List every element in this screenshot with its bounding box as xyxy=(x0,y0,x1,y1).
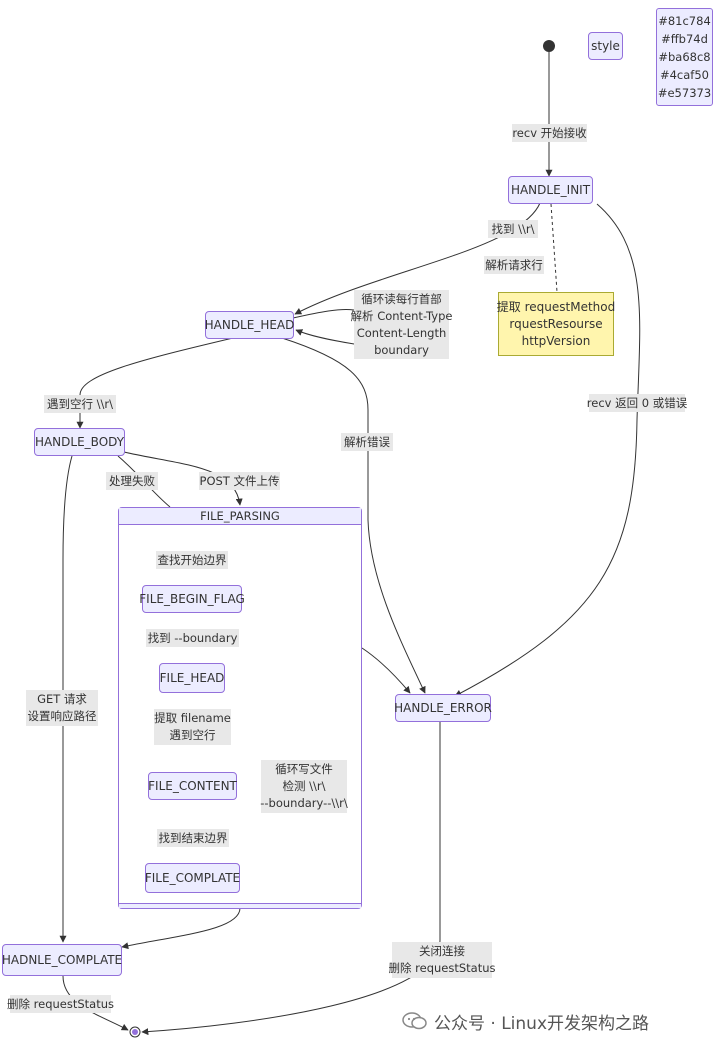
label-blank-line: 遇到空行 \\r\ xyxy=(44,395,116,413)
state-handle-init: HANDLE_INIT xyxy=(508,176,593,204)
edge-head-loop-b xyxy=(295,329,355,345)
label-find-end: 找到结束边界 xyxy=(157,829,229,847)
edge-init-to-error xyxy=(454,203,641,697)
style-node: style xyxy=(588,32,623,60)
label-extract-filename: 提取 filename 遇到空行 xyxy=(154,709,231,745)
label-find-boundary: 找到 --boundary xyxy=(146,629,239,647)
legend-color-1: #81c784 xyxy=(658,14,711,28)
label-get-request: GET 请求 设置响应路径 xyxy=(26,690,98,726)
state-file-head: FILE_HEAD xyxy=(159,663,225,693)
edge-init-to-head xyxy=(294,202,541,315)
label-parse-request-line: 解析请求行 xyxy=(484,256,544,274)
state-handle-head: HANDLE_HEAD xyxy=(205,311,294,339)
legend-color-3: #ba68c8 xyxy=(658,50,711,64)
label-head-loop: 循环读每行首部 解析 Content-Type Content-Length b… xyxy=(351,290,452,359)
edge-body-to-parsing xyxy=(123,451,243,506)
start-state xyxy=(543,40,555,52)
label-find-crlf: 找到 \\r\ xyxy=(488,220,538,238)
edge-head-to-error xyxy=(281,337,426,694)
legend-color-2: #ffb74d xyxy=(661,32,708,46)
cluster-title: FILE_PARSING xyxy=(119,508,361,525)
label-recv-error: recv 返回 0 或错误 xyxy=(587,394,687,412)
edge-head-loop-a xyxy=(292,309,355,319)
legend-color-5: #e57373 xyxy=(657,86,712,100)
label-parse-error: 解析错误 xyxy=(341,433,393,451)
edge-head-to-body xyxy=(76,337,234,429)
request-line-note: 提取 requestMethod rquestResourse httpVers… xyxy=(497,292,615,356)
edge-parsing-to-complate xyxy=(121,907,241,950)
edge-parsing-to-error xyxy=(361,647,411,694)
state-handle-body: HANDLE_BODY xyxy=(34,428,125,456)
color-legend: #81c784 #ffb74d #ba68c8 #4caf50 #e57373 xyxy=(656,8,713,106)
watermark: 公众号 · Linux开发架构之路 xyxy=(402,1008,649,1034)
edge-init-to-note xyxy=(550,203,558,293)
state-file-complate: FILE_COMPLATE xyxy=(145,863,240,893)
label-recv-start: recv 开始接收 xyxy=(512,124,587,142)
edge-body-to-complate xyxy=(59,455,73,943)
label-content-loop: 循环写文件 检测 \\r\ --boundary--\\r\ xyxy=(260,760,348,813)
file-parsing-cluster: FILE_PARSING xyxy=(118,507,362,909)
label-process-fail: 处理失败 xyxy=(106,472,158,490)
wechat-icon xyxy=(402,1012,427,1030)
label-close-conn: 关闭连接 删除 requestStatus xyxy=(389,942,496,978)
label-find-begin: 查找开始边界 xyxy=(156,551,228,569)
cluster-bottom-bar xyxy=(119,903,361,908)
label-delete-status: 删除 requestStatus xyxy=(7,995,114,1013)
state-file-content: FILE_CONTENT xyxy=(148,772,237,800)
label-post-upload: POST 文件上传 xyxy=(199,472,280,490)
state-file-begin-flag: FILE_BEGIN_FLAG xyxy=(139,585,245,613)
legend-color-4: #4caf50 xyxy=(659,68,709,82)
state-handle-error: HANDLE_ERROR xyxy=(394,694,492,722)
state-hadnle-complate: HADNLE_COMPLATE xyxy=(2,944,122,976)
